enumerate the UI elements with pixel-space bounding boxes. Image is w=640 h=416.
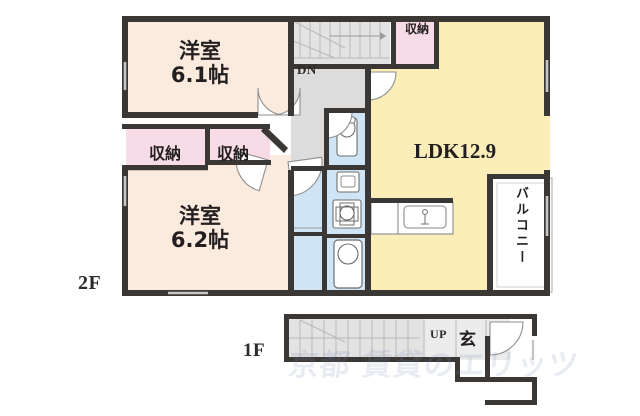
- walls-1f: [284, 314, 537, 405]
- room-label-bedroom-south: 洋室 6.2帖: [170, 204, 230, 252]
- entrance-label: 玄: [459, 330, 476, 350]
- bathtub-fixture: [333, 239, 363, 289]
- first-floor-plan: [284, 314, 537, 405]
- room-label-bedroom-north: 洋室 6.1帖: [170, 39, 230, 87]
- stair-direction-arrow-2f: [330, 32, 386, 40]
- stairs-up-label: UP: [430, 327, 447, 341]
- entrance-door-swing: [489, 321, 524, 356]
- floor-label-2f: 2F: [78, 272, 102, 294]
- room-label-ldk: LDK12.9: [413, 139, 497, 163]
- balcony-label: バルコニー: [513, 186, 528, 266]
- closet-label-upper: 収納: [404, 22, 429, 36]
- staircase-2f: [290, 19, 390, 59]
- bedroom-north-fill: [126, 20, 291, 115]
- stairs-down-label: DN: [297, 62, 317, 77]
- washbasin-fixture: [336, 171, 360, 193]
- ldk-fill-top: [436, 16, 550, 69]
- closet-left-fill: [126, 128, 208, 168]
- closet-upper-fill: [396, 16, 436, 69]
- window-marks-2f: [123, 60, 549, 295]
- second-floor-plan: [122, 16, 553, 296]
- floor-label-1f: 1F: [243, 340, 266, 361]
- washing-machine-fixture: [332, 199, 362, 229]
- closet-label-right: 収納: [216, 144, 249, 163]
- kitchen-counter-fixture: [370, 201, 454, 235]
- closet-label-left: 収納: [148, 144, 181, 163]
